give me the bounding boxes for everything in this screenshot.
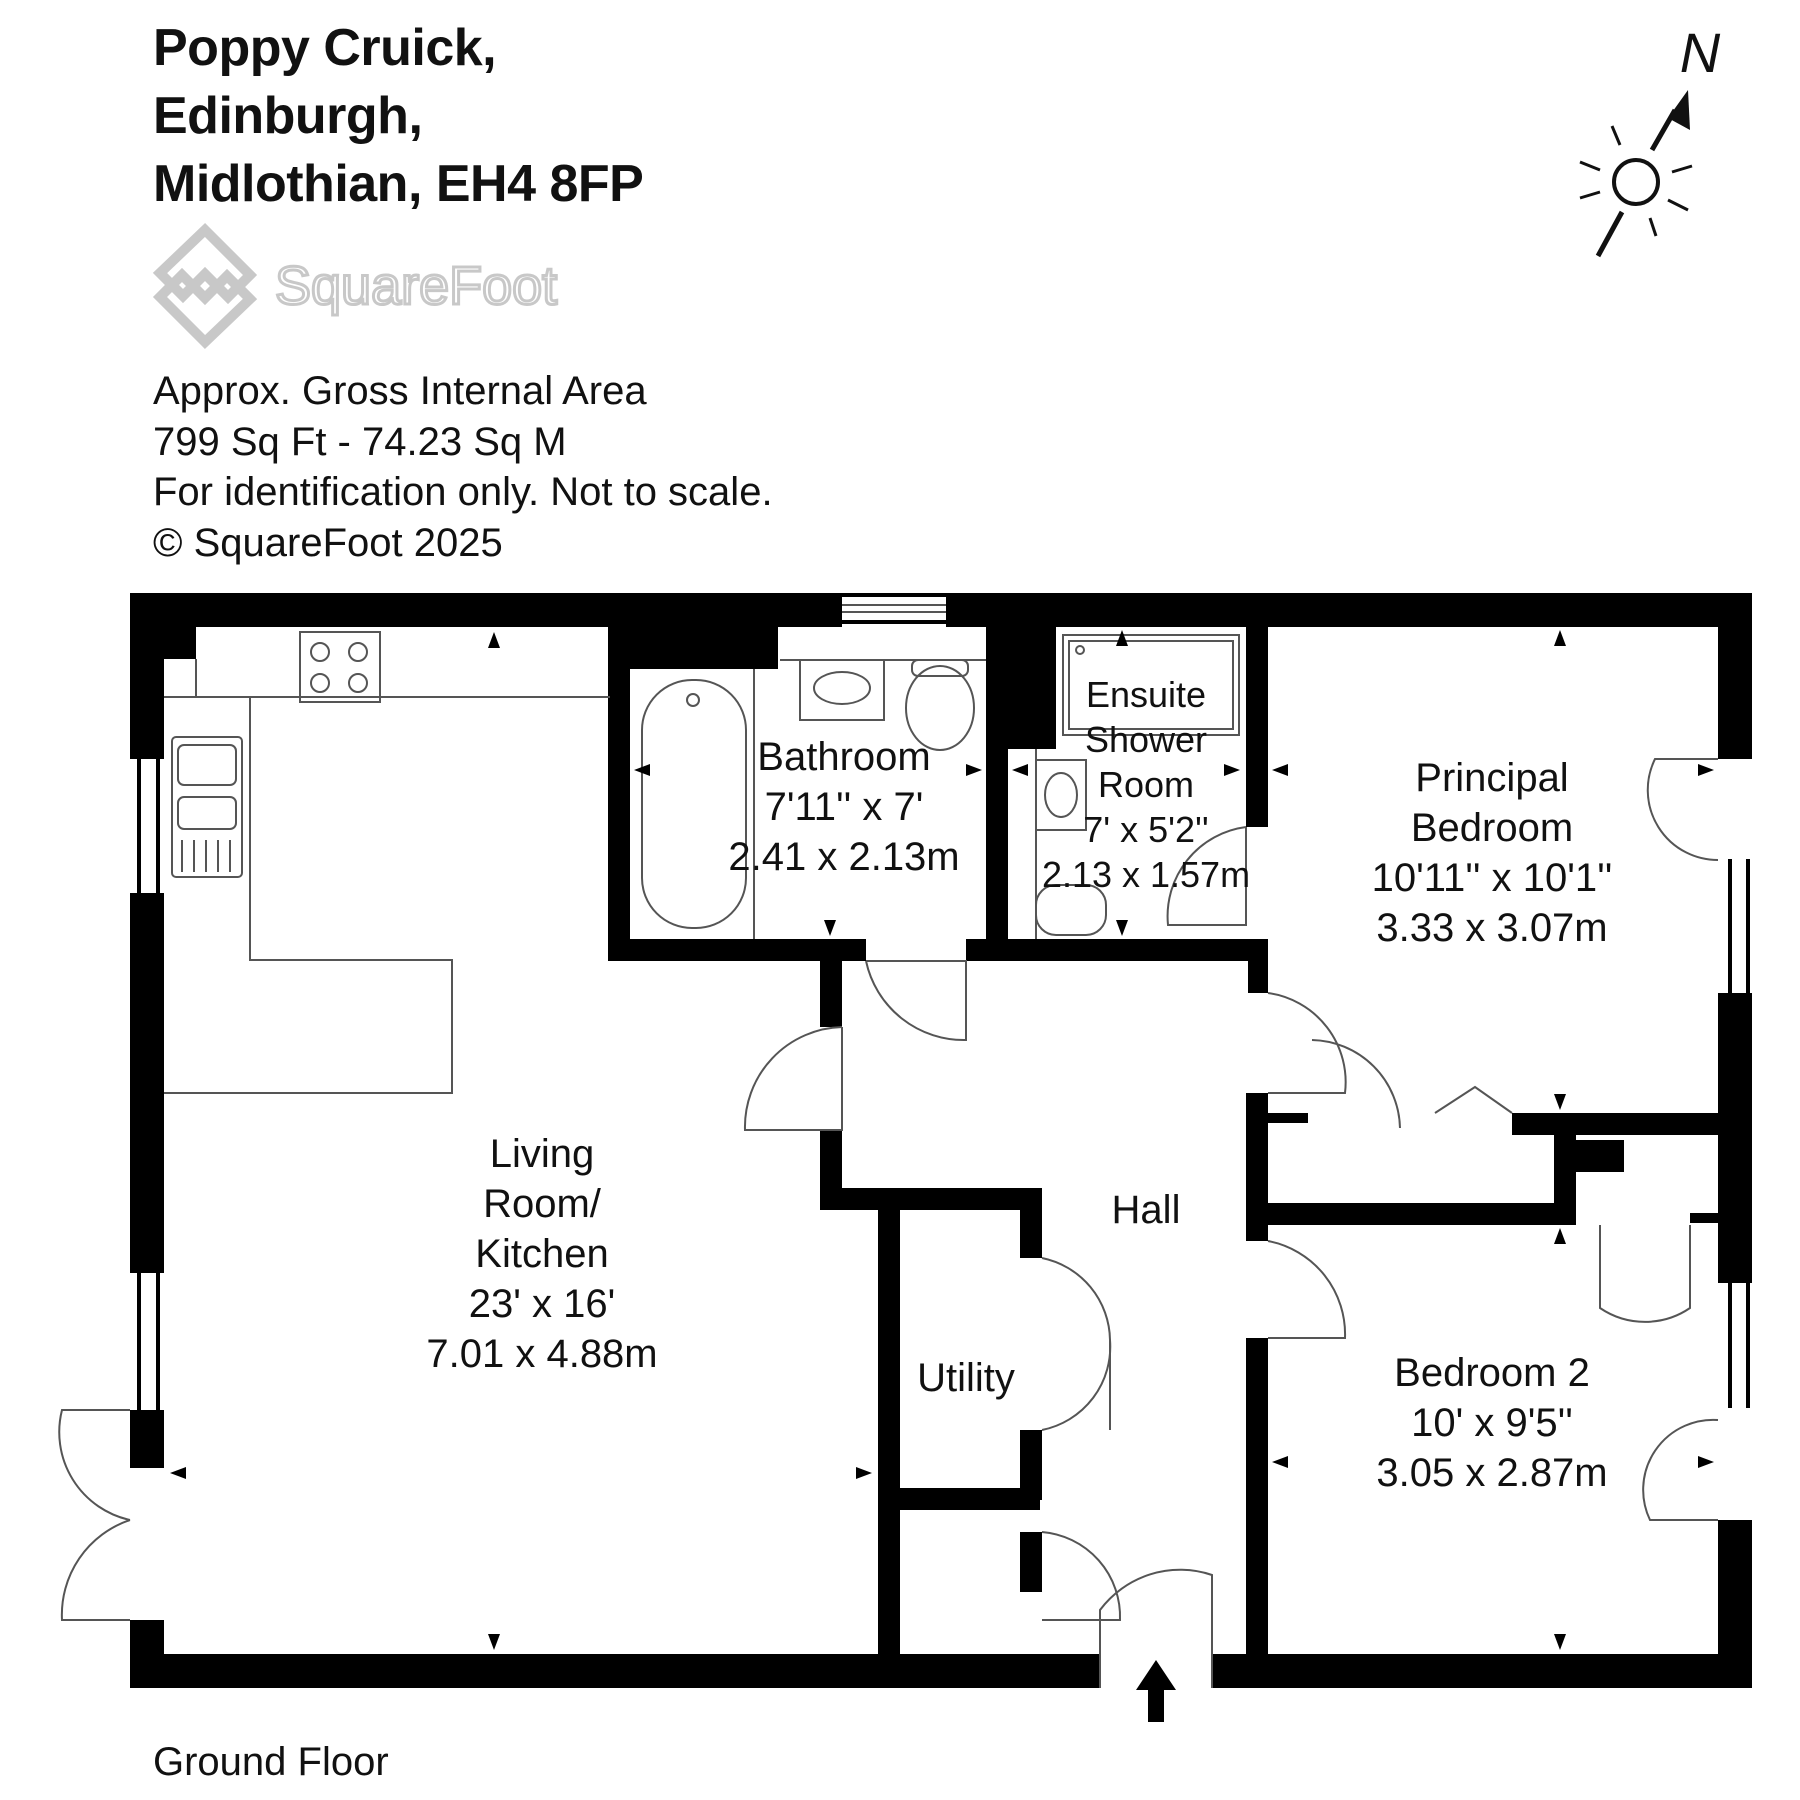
kitchen-sink-icon: [171, 736, 243, 878]
squarefoot-logo: SquareFoot: [152, 223, 559, 349]
svg-text:Bathroom: Bathroom: [757, 735, 930, 779]
svg-text:Bedroom: Bedroom: [1411, 806, 1573, 850]
bathroom-label: Bathroom 7'11'' x 7' 2.41 x 2.13m: [728, 735, 959, 879]
living-french-door-icon: [58, 1409, 131, 1521]
svg-text:Principal: Principal: [1415, 756, 1568, 800]
property-address: Poppy Cruick, Edinburgh, Midlothian, EH4…: [153, 14, 644, 218]
wardrobe-door-icon: [1599, 1225, 1691, 1323]
svg-text:23' x 16': 23' x 16': [469, 1282, 615, 1326]
living-room-label: Living Room/ Kitchen 23' x 16' 7.01 x 4.…: [426, 1132, 657, 1376]
hall-label: Hall: [1112, 1188, 1181, 1232]
basin-icon: [799, 659, 885, 721]
svg-text:Room/: Room/: [483, 1182, 602, 1226]
svg-text:7' x 5'2'': 7' x 5'2'': [1083, 809, 1209, 850]
bedroom2-label: Bedroom 2 10' x 9'5'' 3.05 x 2.87m: [1376, 1351, 1607, 1495]
area-title: Approx. Gross Internal Area: [153, 369, 647, 413]
shower-icon: [1062, 634, 1240, 736]
bath-icon: [641, 679, 747, 929]
ensuite-basin-icon: [1035, 759, 1087, 831]
principal-bedroom-label: Principal Bedroom 10'11'' x 10'1'' 3.33 …: [1372, 756, 1613, 950]
bathroom-door-icon: [865, 960, 967, 1042]
ensuite-door-icon: [1166, 826, 1247, 926]
address-line-1: Poppy Cruick,: [153, 19, 497, 77]
living-door-icon: [743, 1026, 843, 1131]
hob-icon: [299, 631, 381, 703]
svg-text:10'11'' x 10'1'': 10'11'' x 10'1'': [1372, 856, 1613, 900]
dimension-arrows: [170, 630, 1714, 1650]
address-line-2: Edinburgh,: [153, 87, 423, 145]
fixtures: [164, 604, 1513, 1114]
svg-text:2.13 x 1.57m: 2.13 x 1.57m: [1042, 854, 1250, 895]
disclaimer: For identification only. Not to scale.: [153, 470, 773, 514]
compass-icon: N: [1579, 21, 1721, 258]
utility-label: Utility: [917, 1356, 1015, 1400]
entrance-arrow-icon: [1136, 1660, 1176, 1722]
bedroom2-door-icon: [1267, 1240, 1347, 1339]
logo-wordmark: SquareFoot: [275, 256, 557, 316]
floor-label: Ground Floor: [153, 1740, 389, 1784]
svg-text:Ensuite: Ensuite: [1086, 674, 1206, 715]
principal-external-door-icon: [1646, 758, 1719, 862]
svg-text:Kitchen: Kitchen: [475, 1232, 608, 1276]
area-value: 799 Sq Ft - 74.23 Sq M: [153, 419, 567, 464]
svg-text:10' x 9'5'': 10' x 9'5'': [1411, 1401, 1573, 1445]
walls: [130, 593, 1752, 1688]
svg-text:Living: Living: [490, 1132, 595, 1176]
svg-text:7.01 x 4.88m: 7.01 x 4.88m: [426, 1332, 657, 1376]
svg-text:7'11'' x 7': 7'11'' x 7': [765, 785, 924, 829]
area-info: Approx. Gross Internal Area 799 Sq Ft - …: [153, 366, 773, 568]
compass-north-label: N: [1680, 21, 1721, 84]
toilet-icon: [905, 665, 975, 751]
ensuite-label: Ensuite Shower Room 7' x 5'2'' 2.13 x 1.…: [1042, 674, 1250, 895]
logo-mark-icon: [152, 223, 258, 349]
doors: [58, 758, 1719, 1688]
room-labels: Living Room/ Kitchen 23' x 16' 7.01 x 4.…: [426, 674, 1612, 1495]
principal-door-icon: [1267, 992, 1347, 1094]
svg-text:Shower: Shower: [1085, 719, 1207, 760]
copyright: © SquareFoot 2025: [153, 520, 503, 565]
address-line-3: Midlothian, EH4 8FP: [153, 155, 644, 213]
svg-text:Bedroom 2: Bedroom 2: [1394, 1351, 1590, 1395]
bedroom2-external-door-icon: [1642, 1418, 1719, 1521]
svg-text:Room: Room: [1098, 764, 1194, 805]
cupboard-door-icon: [1041, 1531, 1122, 1621]
svg-text:3.05 x 2.87m: 3.05 x 2.87m: [1376, 1451, 1607, 1495]
svg-text:3.33 x 3.07m: 3.33 x 3.07m: [1376, 906, 1607, 950]
svg-text:2.41 x 2.13m: 2.41 x 2.13m: [728, 835, 959, 879]
utility-door-icon: [1041, 1257, 1112, 1431]
front-door-icon: [1099, 1568, 1213, 1688]
